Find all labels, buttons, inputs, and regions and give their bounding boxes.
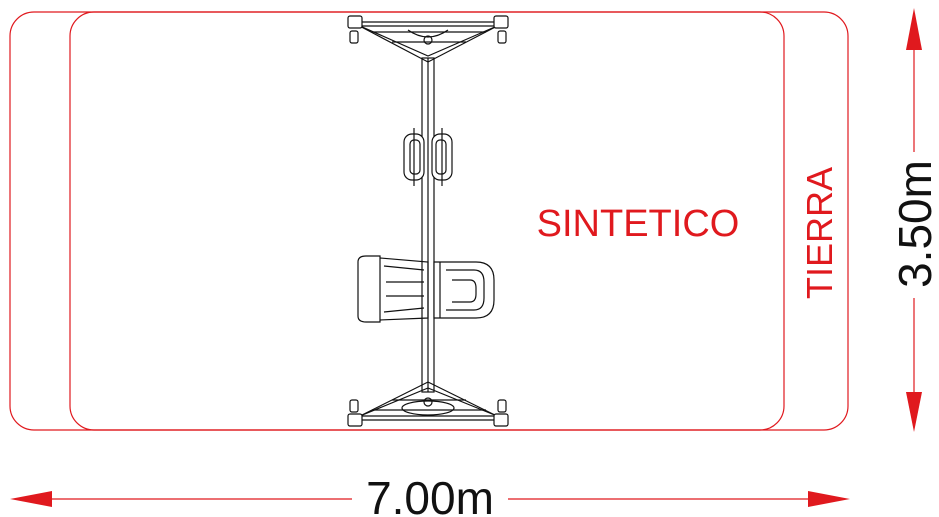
width-dimension-line (10, 491, 850, 507)
label-tierra: TIERRA (799, 167, 840, 299)
height-dimension-line (906, 8, 922, 432)
bucket-seat (357, 255, 495, 323)
inner-area-boundary (69, 11, 785, 431)
arrow-down-icon (906, 392, 922, 432)
label-sintetico: SINTETICO (537, 203, 740, 245)
arrow-up-icon (906, 8, 922, 50)
bottom-support-frame (347, 381, 509, 427)
width-dimension-label: 7.00m (366, 472, 494, 517)
handle-seat (403, 128, 453, 186)
arrow-left-icon (10, 491, 52, 507)
seesaw-equipment (347, 15, 509, 427)
top-support-frame (347, 15, 509, 63)
height-dimension-label: 3.50m (889, 160, 939, 288)
arrow-right-icon (808, 491, 850, 507)
